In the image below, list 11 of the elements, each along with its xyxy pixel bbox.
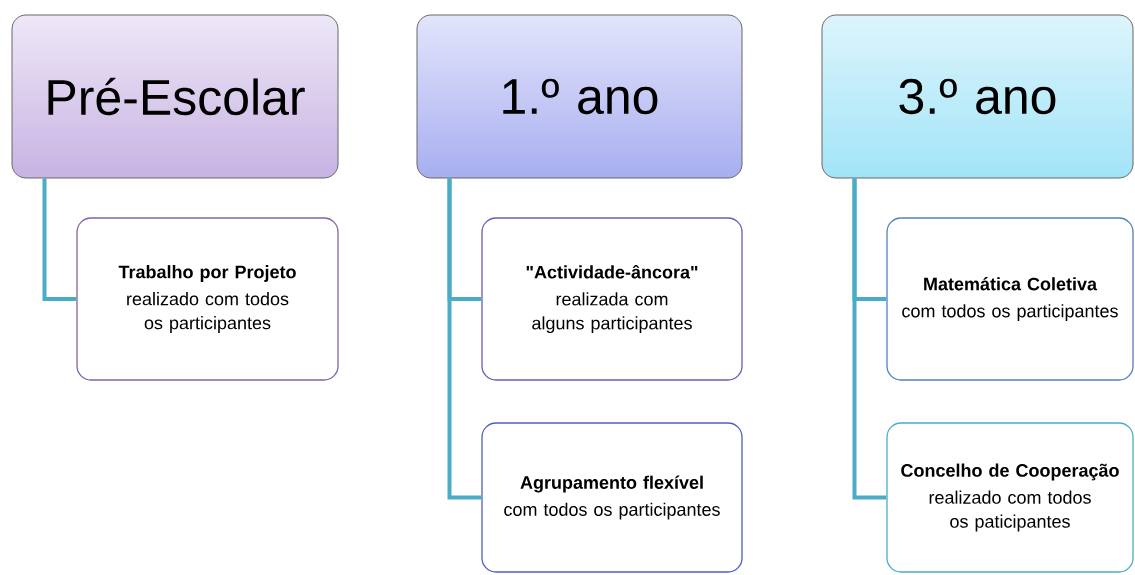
activity-box: Trabalho por Projeto realizado com todos os participantes bbox=[76, 217, 339, 381]
connector-line bbox=[447, 178, 482, 500]
heading-box: 3.º ano bbox=[821, 14, 1134, 179]
connector-line bbox=[852, 178, 887, 500]
heading-box: 1.º ano bbox=[416, 14, 743, 179]
activity-box: Matemática Coletiva com todos os participantes bbox=[886, 217, 1134, 381]
activity-box: "Actividade-âncora" realizada com alguns participantes bbox=[481, 217, 743, 381]
activity-box: Concelho de Cooperação realizado com todos os paticipantes bbox=[886, 422, 1134, 573]
activity-box: Agrupamento flexível com todos os participantes bbox=[481, 422, 743, 573]
connector-line bbox=[42, 178, 77, 301]
heading-box: Pré-Escolar bbox=[11, 14, 339, 179]
